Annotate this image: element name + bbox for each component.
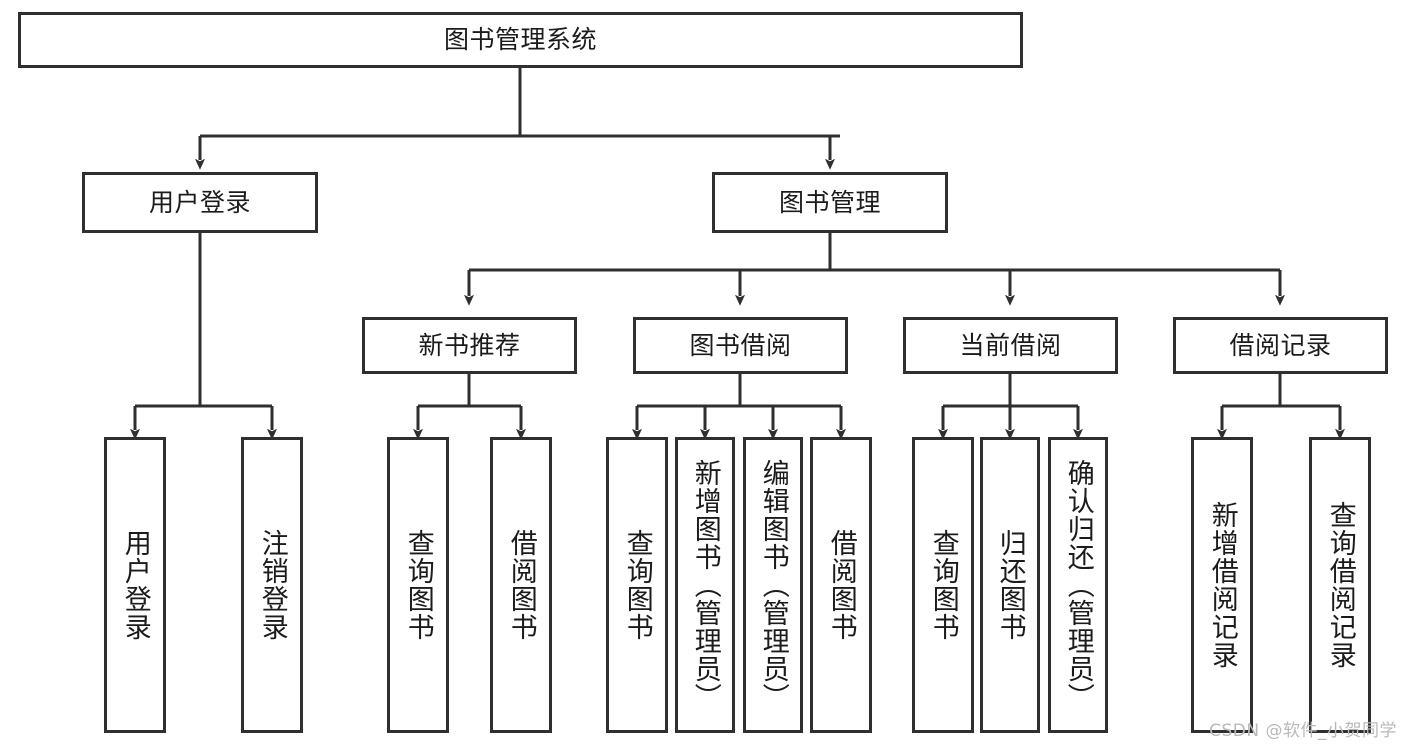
node-label: 查询图书 [402,529,434,641]
node-user-login[interactable]: 用户登录 [82,172,318,233]
node-label: 用户登录 [119,529,151,641]
node-book-management[interactable]: 图书管理 [712,172,948,233]
node-label: 借阅记录 [1229,330,1332,360]
node-book-borrow[interactable]: 图书借阅 [633,317,848,374]
node-leaf-query-book-recommend[interactable]: 查询图书 [387,437,449,733]
node-label: 新书推荐 [418,330,521,360]
node-label: 图书管理系统 [443,25,597,55]
node-leaf-edit-book-admin[interactable]: 编辑图书（管理员） [743,437,803,733]
node-label: 当前借阅 [959,330,1062,360]
node-label: 图书管理 [778,187,881,217]
node-current-borrow[interactable]: 当前借阅 [903,317,1118,374]
node-label: 图书借阅 [689,330,792,360]
node-leaf-add-book-admin[interactable]: 新增图书（管理员） [675,437,735,733]
node-label: 用户登录 [148,187,251,217]
csdn-watermark: CSDN @软件_小贺同学 [1209,721,1397,741]
node-label: 确认归还（管理员） [1062,459,1094,711]
node-leaf-borrow-book[interactable]: 借阅图书 [810,437,872,733]
node-label: 新增图书（管理员） [689,459,721,711]
node-label: 编辑图书（管理员） [757,459,789,711]
node-leaf-confirm-return-admin[interactable]: 确认归还（管理员） [1048,437,1108,733]
node-label: 查询图书 [927,529,959,641]
node-label: 注销登录 [256,529,288,641]
node-label: 归还图书 [994,529,1026,641]
node-label: 借阅图书 [505,529,537,641]
node-label: 查询借阅记录 [1324,501,1356,669]
node-leaf-user-login[interactable]: 用户登录 [104,437,166,733]
node-borrow-record[interactable]: 借阅记录 [1173,317,1388,374]
node-leaf-add-borrow-record[interactable]: 新增借阅记录 [1191,437,1253,733]
node-leaf-query-book-current[interactable]: 查询图书 [912,437,974,733]
node-leaf-logout[interactable]: 注销登录 [241,437,303,733]
node-leaf-query-borrow-record[interactable]: 查询借阅记录 [1309,437,1371,733]
node-label: 借阅图书 [825,529,857,641]
node-root-book-management-system[interactable]: 图书管理系统 [18,12,1023,68]
node-leaf-query-book-borrow[interactable]: 查询图书 [606,437,668,733]
node-label: 新增借阅记录 [1206,501,1238,669]
node-leaf-borrow-book-recommend[interactable]: 借阅图书 [490,437,552,733]
node-new-book-recommend[interactable]: 新书推荐 [362,317,577,374]
node-label: 查询图书 [621,529,653,641]
node-leaf-return-book[interactable]: 归还图书 [980,437,1040,733]
